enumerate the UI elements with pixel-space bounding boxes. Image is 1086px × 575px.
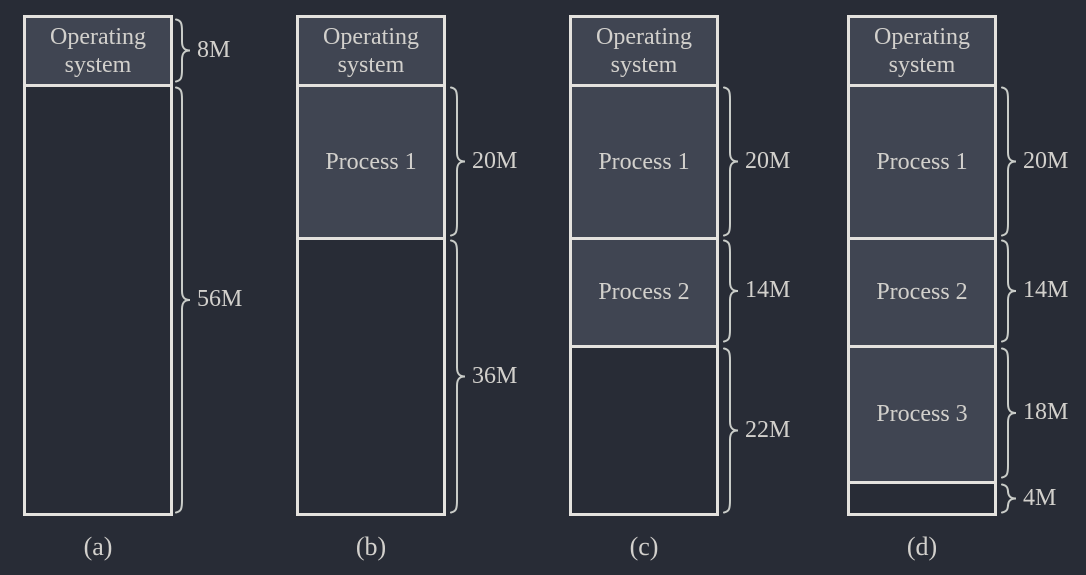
process-1-block-label: Process 1 [598,148,690,175]
process-1-block: Process 1 [572,87,716,240]
curly-brace-icon [1001,239,1017,343]
size-label: 20M [1023,147,1069,174]
process-2-block: Process 2 [572,240,716,348]
curly-brace-icon [450,239,466,514]
process-2-block: Process 2 [850,240,994,348]
operating-system-block-label: Operating system [50,23,146,78]
operating-system-block-label: Operating system [596,23,692,78]
curly-brace-icon [450,86,466,237]
size-label: 20M [472,147,518,174]
size-label: 8M [197,36,231,63]
free-space-block [850,484,994,513]
size-label: 18M [1023,398,1069,425]
column-caption: (d) [906,532,938,561]
free-space-block [26,87,170,513]
operating-system-block-label: Operating system [874,23,970,78]
curly-brace-icon [1001,86,1017,237]
process-3-block: Process 3 [850,348,994,484]
column-caption: (c) [629,532,659,561]
process-2-block-label: Process 2 [598,279,690,306]
process-3-block-label: Process 3 [876,401,968,428]
size-label: 36M [472,362,518,389]
size-label: 4M [1023,484,1057,511]
size-label: 20M [745,147,791,174]
size-label: 14M [1023,276,1069,303]
column-caption: (b) [355,532,387,561]
operating-system-block-label: Operating system [323,23,419,78]
curly-brace-icon [1001,483,1017,514]
operating-system-block: Operating system [850,18,994,87]
operating-system-block: Operating system [26,18,170,87]
curly-brace-icon [723,239,739,343]
curly-brace-icon [175,86,191,514]
size-label: 22M [745,416,791,443]
process-1-block: Process 1 [299,87,443,240]
curly-brace-icon [723,86,739,237]
operating-system-block: Operating system [299,18,443,87]
process-1-block: Process 1 [850,87,994,240]
process-2-block-label: Process 2 [876,279,968,306]
free-space-block [299,240,443,513]
curly-brace-icon [1001,347,1017,479]
operating-system-block: Operating system [572,18,716,87]
free-space-block [572,348,716,513]
curly-brace-icon [175,18,191,83]
curly-brace-icon [723,347,739,514]
column-caption: (a) [83,532,113,561]
process-1-block-label: Process 1 [325,148,417,175]
size-label: 56M [197,285,243,312]
memory-column-a: Operating system [23,15,173,516]
size-label: 14M [745,276,791,303]
process-1-block-label: Process 1 [876,148,968,175]
